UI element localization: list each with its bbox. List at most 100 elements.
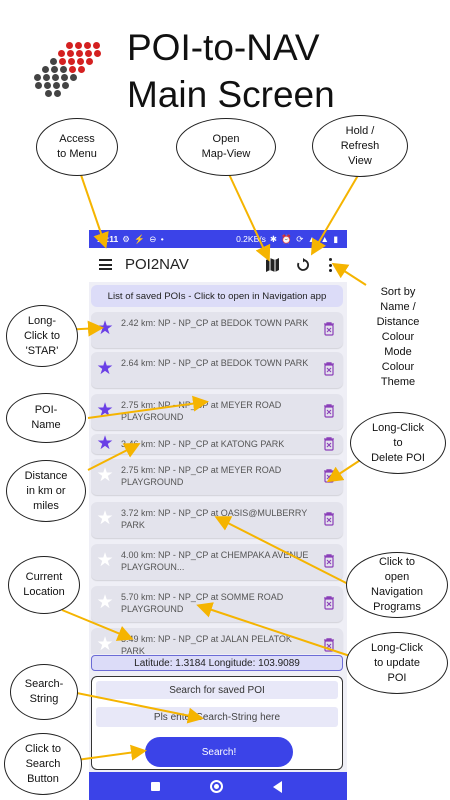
page-title: POI-to-NAV Main Screen [127,24,335,118]
brand-logo [30,42,110,102]
star-icon[interactable]: ★ [96,592,114,613]
app-title: POI2NAV [125,256,189,273]
poi-list-item[interactable]: ★ 5.70 km: NP - NP_CP at SOMME ROAD PLAYG… [91,586,343,622]
status-time: 14:11 [97,234,119,244]
logo-dot [77,58,84,65]
delete-icon[interactable] [323,469,335,483]
callout-star: Long- Click to 'STAR' [6,305,78,367]
logo-dot [67,50,74,57]
callout-update-poi: Long-Click to update POI [346,632,448,694]
poi-list-item[interactable]: ★ 4.00 km: NP - NP_CP at CHEMPAKA AVENUE … [91,544,343,580]
star-icon[interactable]: ★ [96,634,114,655]
logo-dot [43,74,50,81]
logo-dot [78,66,85,73]
callout-delete: Long-Click to Delete POI [350,412,446,474]
logo-dot [66,42,73,49]
logo-dot [53,82,60,89]
list-banner[interactable]: List of saved POIs - Click to open in Na… [91,285,343,307]
logo-dot [75,42,82,49]
page-title-line-1: POI-to-NAV [127,27,320,68]
menu-icon[interactable] [99,259,112,270]
logo-dot [85,50,92,57]
back-icon[interactable] [273,781,282,793]
logo-dot [84,42,91,49]
search-panel: Search for saved POI Search! [91,676,343,770]
logo-dot [34,74,41,81]
poi-list[interactable]: ★2.42 km: NP - NP_CP at BEDOK TOWN PARK★… [91,312,345,654]
callout-open-navigation: Click to open Navigation Programs [346,552,448,618]
logo-dot [51,66,58,73]
poi-label: 3.46 km: NP - NP_CP at KATONG PARK [121,439,285,449]
logo-dot [54,90,61,97]
poi-list-item[interactable]: ★ 2.75 km: NP - NP_CP at MEYER ROAD PLAYG… [91,459,343,495]
logo-dot [93,42,100,49]
delete-icon[interactable] [323,638,335,652]
poi-label: 2.64 km: NP - NP_CP at BEDOK TOWN PARK [121,358,309,368]
star-icon[interactable]: ★ [96,400,114,421]
logo-dot [52,74,59,81]
logo-dot [60,66,67,73]
poi-label: 5.49 km: NP - NP_CP at JALAN PELATOK PAR… [121,634,292,654]
poi-list-item[interactable]: ★ 2.42 km: NP - NP_CP at BEDOK TOWN PARK [91,312,343,348]
logo-dot [42,66,49,73]
logo-dot [94,50,101,57]
recent-apps-icon[interactable] [151,782,160,791]
logo-dot [44,82,51,89]
delete-icon[interactable] [323,404,335,418]
search-input[interactable] [96,707,338,727]
logo-dot [86,58,93,65]
current-location: Latitude: 1.3184 Longitude: 103.9089 [91,655,343,671]
more-vert-icon[interactable] [329,257,333,273]
poi-label: 3.72 km: NP - NP_CP at OASIS@MULBERRY PA… [121,508,308,530]
delete-icon[interactable] [323,554,335,568]
delete-icon[interactable] [323,322,335,336]
refresh-icon[interactable] [296,258,310,272]
star-icon[interactable]: ★ [96,318,114,339]
star-icon[interactable]: ★ [96,508,114,529]
poi-list-item[interactable]: ★ 3.72 km: NP - NP_CP at OASIS@MULBERRY P… [91,502,343,538]
system-nav-bar [89,772,347,800]
logo-dot [58,50,65,57]
star-icon[interactable]: ★ [96,465,114,486]
logo-dot [62,82,69,89]
poi-list-item[interactable]: ★ 3.46 km: NP - NP_CP at KATONG PARK [91,434,343,454]
logo-dot [70,74,77,81]
delete-icon[interactable] [323,512,335,526]
poi-label: 5.70 km: NP - NP_CP at SOMME ROAD PLAYGR… [121,592,284,614]
star-icon[interactable]: ★ [96,550,114,571]
logo-dot [68,58,75,65]
callout-search-string: Search- String [10,664,78,720]
logo-dot [50,58,57,65]
map-icon[interactable] [266,258,279,272]
delete-icon[interactable] [323,437,335,451]
search-title: Search for saved POI [96,681,338,699]
phone-screen: 14:11 ⚙ ⚡ ⊖ • 0.2KB/s ✱ ⏰ ⟳ ▲ ▲ ▮ POI2NA… [89,230,347,800]
delete-icon[interactable] [323,362,335,376]
note-sort-options: Sort by Name / Distance Colour Mode Colo… [376,286,420,388]
star-icon[interactable]: ★ [96,433,114,454]
logo-dot [61,74,68,81]
poi-list-item[interactable]: ★ 2.64 km: NP - NP_CP at BEDOK TOWN PARK [91,352,343,388]
logo-dot [45,90,52,97]
poi-list-item[interactable]: ★ 5.49 km: NP - NP_CP at JALAN PELATOK PA… [91,628,343,654]
home-icon[interactable] [210,780,223,793]
search-button[interactable]: Search! [145,737,293,767]
callout-poi-name: POI- Name [6,393,86,443]
callout-distance: Distance in km or miles [6,460,86,522]
poi-label: 4.00 km: NP - NP_CP at CHEMPAKA AVENUE P… [121,550,309,572]
delete-icon[interactable] [323,596,335,610]
poi-list-item[interactable]: ★2.75 km: NP - NP_CP at MEYER ROAD PLAYG… [91,394,343,430]
star-icon[interactable]: ★ [96,358,114,379]
status-right-icons: ✱ ⏰ ⟳ ▲ ▲ ▮ [269,233,339,244]
callout-open-map: Open Map-View [176,118,276,176]
poi-label: 2.42 km: NP - NP_CP at BEDOK TOWN PARK [121,318,309,328]
logo-dot [69,66,76,73]
status-network-speed: 0.2KB/s [236,234,266,244]
poi-label: 2.75 km: NP - NP_CP at MEYER ROAD PLAYGR… [121,465,282,487]
logo-dot [76,50,83,57]
callout-current-location: Current Location [8,556,80,614]
page-title-line-2: Main Screen [127,74,335,115]
callout-search-button: Click to Search Button [4,733,82,795]
logo-dot [59,58,66,65]
callout-refresh: Hold / Refresh View [312,115,408,177]
